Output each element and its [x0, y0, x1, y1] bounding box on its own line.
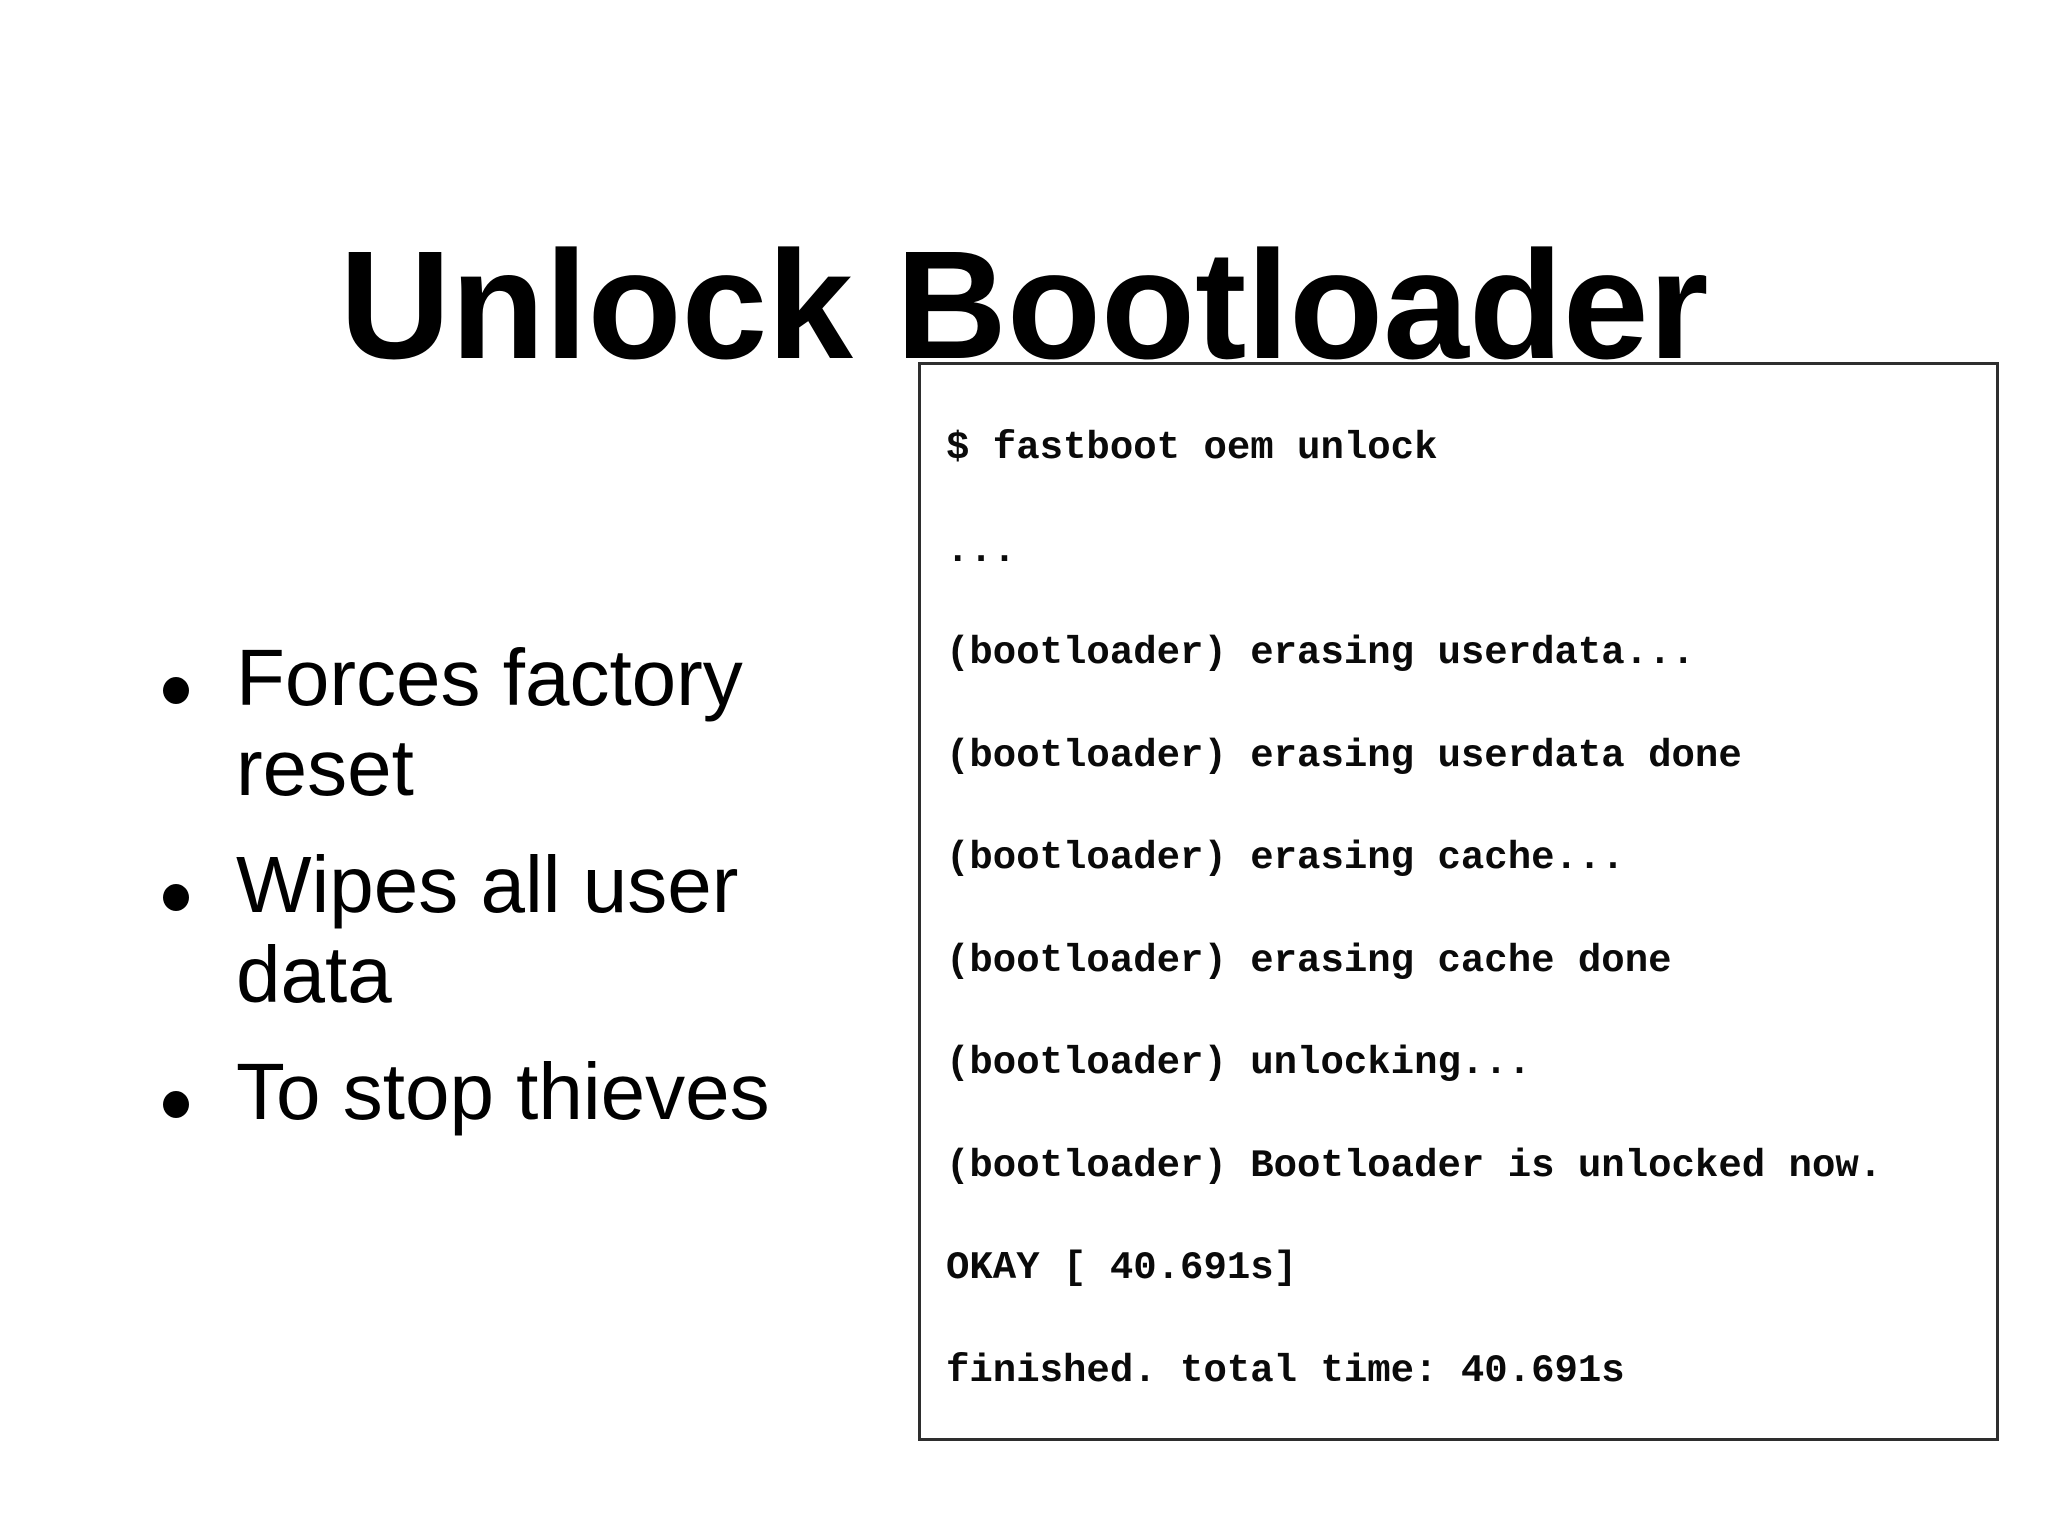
bullet-list: Forces factory reset Wipes all user data…	[163, 633, 823, 1164]
terminal-line: (bootloader) erasing cache...	[946, 836, 1625, 880]
terminal-line: $ fastboot oem unlock	[946, 426, 1438, 470]
list-item: Wipes all user data	[163, 840, 816, 1020]
bullet-text: Wipes all user data	[236, 840, 739, 1019]
terminal-line: (bootloader) unlocking...	[946, 1041, 1532, 1085]
bullet-text: Forces factory reset	[236, 633, 743, 812]
list-item: To stop thieves	[163, 1047, 816, 1137]
bullet-dot-icon	[163, 677, 189, 704]
terminal-line: (bootloader) erasing cache done	[946, 938, 1672, 983]
bullet-dot-icon	[163, 1091, 189, 1118]
terminal-output-box: $ fastboot oem unlock ... (bootloader) e…	[918, 362, 1999, 1441]
terminal-line: (bootloader) Bootloader is unlocked now.	[946, 1143, 1883, 1188]
bullet-dot-icon	[163, 884, 189, 911]
terminal-line: ...	[946, 528, 1017, 573]
terminal-line: (bootloader) erasing userdata done	[946, 733, 1742, 778]
bullet-text: To stop thieves	[236, 1047, 770, 1136]
terminal-line: finished. total time: 40.691s	[946, 1348, 1625, 1393]
terminal-line: (bootloader) erasing userdata...	[946, 631, 1695, 675]
terminal-line: OKAY [ 40.691s]	[946, 1246, 1298, 1290]
list-item: Forces factory reset	[163, 633, 816, 813]
